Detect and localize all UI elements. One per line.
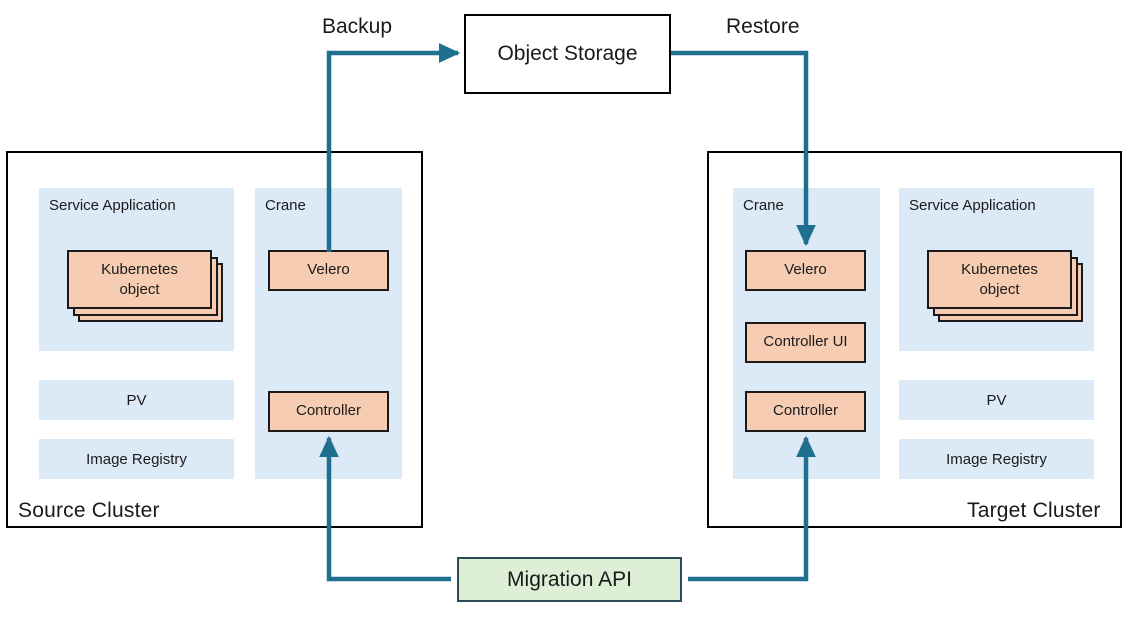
source-kubernetes-object-line2: object — [119, 280, 160, 298]
source-pv-label: PV — [126, 391, 147, 409]
migration-api-box[interactable]: Migration API — [457, 557, 682, 602]
source-pv-panel: PV — [39, 380, 234, 420]
target-crane-controller-label: Controller — [772, 402, 839, 420]
restore-flow-label: Restore — [726, 15, 800, 38]
target-crane-velero-box[interactable]: Velero — [745, 250, 866, 291]
source-crane-velero-box[interactable]: Velero — [268, 250, 389, 291]
target-crane-controller-ui-box[interactable]: Controller UI — [745, 322, 866, 363]
source-image-registry-panel: Image Registry — [39, 439, 234, 479]
target-service-application-title: Service Application — [909, 197, 1036, 214]
target-image-registry-label: Image Registry — [946, 450, 1047, 468]
source-service-application-title: Service Application — [49, 197, 176, 214]
source-kubernetes-object-box[interactable]: Kubernetes object — [67, 250, 212, 309]
object-storage-label: Object Storage — [497, 42, 638, 65]
source-crane-title: Crane — [265, 197, 306, 214]
target-kubernetes-object-line2: object — [979, 280, 1020, 298]
target-crane-title: Crane — [743, 197, 784, 214]
object-storage-box[interactable]: Object Storage — [464, 14, 671, 94]
source-crane-panel — [255, 188, 402, 479]
target-kubernetes-object-box[interactable]: Kubernetes object — [927, 250, 1072, 309]
source-crane-velero-label: Velero — [307, 261, 350, 279]
backup-flow-label: Backup — [322, 15, 393, 38]
target-cluster-label: Target Cluster — [967, 499, 1101, 522]
target-pv-label: PV — [986, 391, 1007, 409]
target-crane-velero-label: Velero — [784, 261, 827, 279]
source-crane-controller-label: Controller — [295, 402, 362, 420]
target-pv-panel: PV — [899, 380, 1094, 420]
target-image-registry-panel: Image Registry — [899, 439, 1094, 479]
target-crane-controller-box[interactable]: Controller — [745, 391, 866, 432]
target-kubernetes-object-line1: Kubernetes — [961, 261, 1038, 278]
source-cluster-label: Source Cluster — [18, 499, 160, 522]
source-image-registry-label: Image Registry — [86, 450, 187, 468]
source-kubernetes-object-line1: Kubernetes — [101, 261, 178, 278]
target-crane-controller-ui-label: Controller UI — [763, 333, 848, 351]
migration-api-label: Migration API — [507, 567, 632, 591]
source-crane-controller-box[interactable]: Controller — [268, 391, 389, 432]
